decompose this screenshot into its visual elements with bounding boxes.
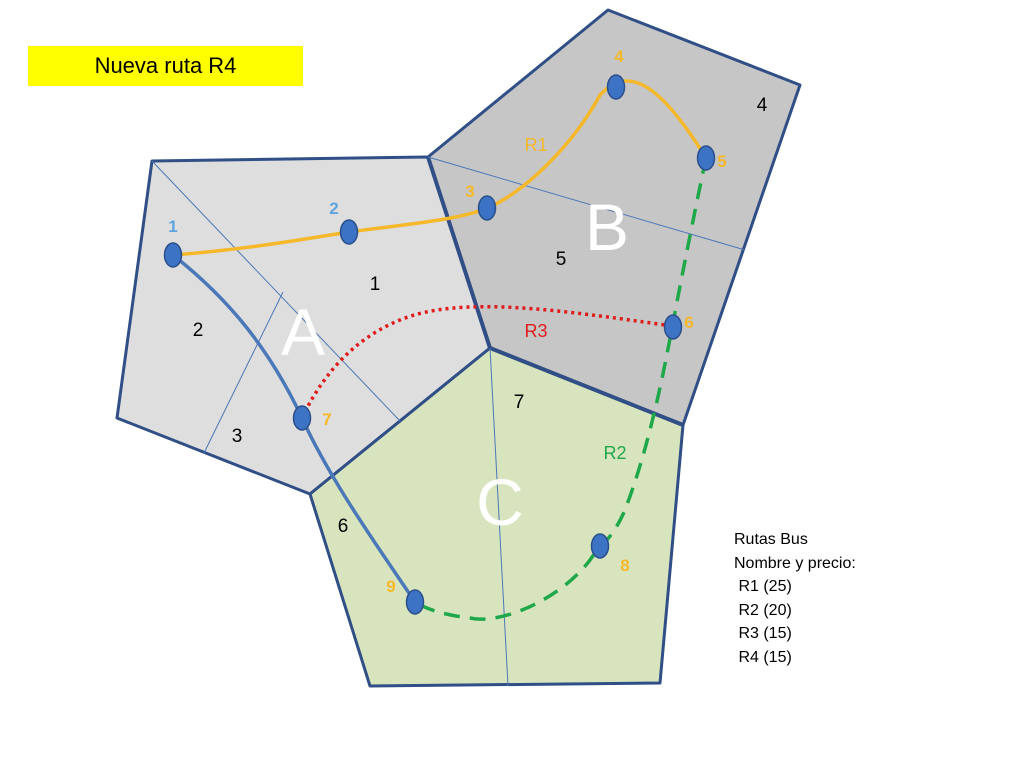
bus-stop-icon xyxy=(163,242,183,268)
stop-label: 2 xyxy=(329,199,338,218)
subzone-label: 4 xyxy=(757,95,768,116)
legend-item: R4 (15) xyxy=(734,648,792,666)
subzone-label: 5 xyxy=(556,249,567,270)
route-r2-line xyxy=(414,157,708,621)
subzone-label: 3 xyxy=(232,426,243,447)
stop-label: 7 xyxy=(322,410,331,429)
zone-a-label: A xyxy=(281,295,325,369)
stop-label: 9 xyxy=(386,577,395,596)
bus-stop-icon xyxy=(606,74,626,100)
stop-label: 3 xyxy=(465,182,474,201)
stop-label: 8 xyxy=(620,556,629,575)
stop-label: 4 xyxy=(614,47,624,66)
route-r3-label: R3 xyxy=(524,321,547,341)
subzone-lines xyxy=(151,156,746,687)
zone-c-label: C xyxy=(476,465,524,539)
legend-item: R2 (20) xyxy=(734,601,792,619)
subzone-numbers: 1 2 3 4 5 6 7 xyxy=(193,95,768,537)
diagram-title: Nueva ruta R4 xyxy=(94,53,237,78)
stop-label: 1 xyxy=(168,217,177,236)
subzone-label: 2 xyxy=(193,320,204,341)
bus-stop-icon xyxy=(663,314,683,340)
stop-label: 6 xyxy=(684,313,693,332)
bus-stop-icon xyxy=(339,219,359,245)
route-r1-label: R1 xyxy=(524,135,547,155)
subzone-label: 6 xyxy=(338,516,349,537)
bus-stop-icon xyxy=(696,145,716,171)
bus-stops xyxy=(163,74,716,615)
route-legend: Rutas Bus Nombre y precio: R1 (25) R2 (2… xyxy=(734,528,856,669)
bus-stop-icon xyxy=(292,405,312,431)
stop-numbers: 1 2 3 4 5 6 7 8 9 xyxy=(168,47,726,596)
bus-stop-icon xyxy=(405,589,425,615)
legend-subheading: Nombre y precio: xyxy=(734,554,856,572)
title-highlight-box: Nueva ruta R4 xyxy=(28,46,303,86)
subzone-label: 1 xyxy=(370,274,381,295)
subzone-label: 7 xyxy=(514,392,525,413)
legend-heading: Rutas Bus xyxy=(734,531,808,548)
bus-stop-icon xyxy=(477,195,497,221)
stop-label: 5 xyxy=(717,152,726,171)
legend-item: R1 (25) xyxy=(734,578,792,595)
legend-item: R3 (15) xyxy=(734,625,792,642)
zone-b-label: B xyxy=(585,190,629,264)
route-r2-label: R2 xyxy=(603,443,626,463)
bus-stop-icon xyxy=(590,533,610,559)
